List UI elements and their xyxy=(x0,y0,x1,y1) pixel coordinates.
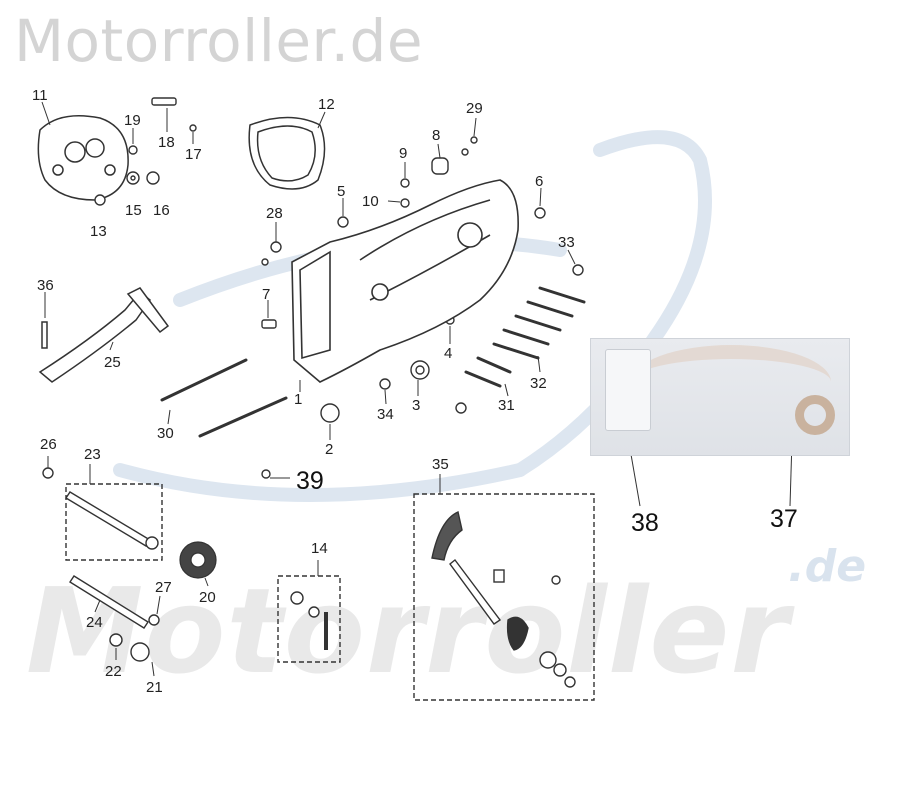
callout-16: 16 xyxy=(153,202,170,219)
leader-lines xyxy=(41,101,793,677)
part-14-box xyxy=(277,575,341,663)
part-12-gasket xyxy=(248,116,326,190)
callout-32: 32 xyxy=(530,375,547,392)
part-24-shaft xyxy=(69,575,149,629)
callout-21: 21 xyxy=(146,679,163,696)
logo-watermark-suffix: .de xyxy=(788,541,867,592)
callout-17: 17 xyxy=(185,146,202,163)
callout-13: 13 xyxy=(90,223,107,240)
bolt-set xyxy=(464,286,586,388)
callout-37: 37 xyxy=(770,505,798,533)
part-11-cover xyxy=(37,115,129,201)
callout-20: 20 xyxy=(199,589,216,606)
part-30-studs xyxy=(160,358,288,438)
callout-12: 12 xyxy=(318,96,335,113)
part-25-kick-lever xyxy=(38,287,170,383)
callout-22: 22 xyxy=(105,663,122,680)
callout-2: 2 xyxy=(325,441,334,458)
callout-25: 25 xyxy=(104,354,121,371)
callout-30: 30 xyxy=(157,425,174,442)
part-35-parts xyxy=(431,511,576,688)
callout-26: 26 xyxy=(40,436,57,453)
callout-39: 39 xyxy=(296,467,324,495)
photo-washer xyxy=(795,395,835,435)
callout-18: 18 xyxy=(158,134,175,151)
callout-29: 29 xyxy=(466,100,483,117)
site-watermark-title: Motorroller.de xyxy=(14,7,424,75)
callout-8: 8 xyxy=(432,127,441,144)
callout-36: 36 xyxy=(37,277,54,294)
callout-14: 14 xyxy=(311,540,328,557)
callout-34: 34 xyxy=(377,406,394,423)
callout-3: 3 xyxy=(412,397,421,414)
callout-24: 24 xyxy=(86,614,103,631)
callout-28: 28 xyxy=(266,205,283,222)
callout-38: 38 xyxy=(631,509,659,537)
reference-photo xyxy=(590,338,850,456)
callout-6: 6 xyxy=(535,173,544,190)
callout-35: 35 xyxy=(432,456,449,473)
callout-1: 1 xyxy=(294,391,303,408)
callout-19: 19 xyxy=(124,112,141,129)
callout-10: 10 xyxy=(362,193,379,210)
callout-27: 27 xyxy=(155,579,172,596)
callout-31: 31 xyxy=(498,397,515,414)
part-1-crankcase xyxy=(291,179,519,383)
callout-4: 4 xyxy=(444,345,453,362)
callout-7: 7 xyxy=(262,286,271,303)
photo-bracket xyxy=(605,349,651,431)
callout-5: 5 xyxy=(337,183,346,200)
callout-33: 33 xyxy=(558,234,575,251)
callout-11: 11 xyxy=(32,87,48,104)
part-20-gear xyxy=(179,541,217,579)
part-35-box xyxy=(413,493,595,701)
part-14-parts xyxy=(290,591,328,650)
callout-23: 23 xyxy=(84,446,101,463)
callout-9: 9 xyxy=(399,145,408,162)
part-23-shaft xyxy=(65,491,159,550)
callout-15: 15 xyxy=(125,202,142,219)
part-23-box xyxy=(65,483,163,561)
